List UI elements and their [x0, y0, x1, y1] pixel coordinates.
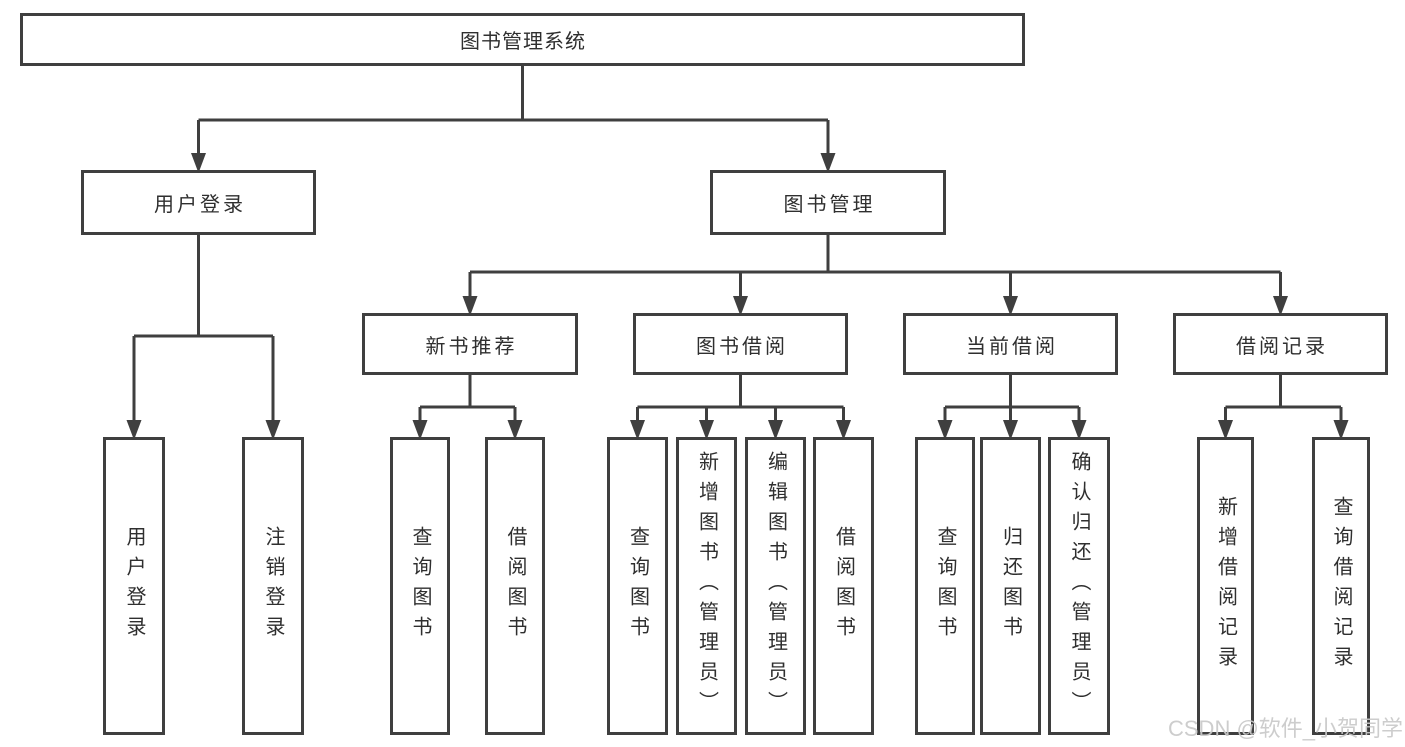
node-label-root: 图书管理系统: [460, 31, 586, 53]
node-cb-query-book: 查询图书: [915, 437, 975, 735]
node-label-book-borrow: 图书借阅: [696, 335, 788, 358]
node-label-borrow-record: 借阅记录: [1236, 335, 1328, 358]
connector-path-new-book-recommend: [418, 375, 517, 430]
node-label-bb-query-book: 查询图书: [626, 526, 649, 646]
node-label-nbr-borrow-book: 借阅图书: [504, 526, 526, 646]
node-current-borrow: 当前借阅: [903, 313, 1118, 375]
watermark-text: CSDN @软件_小贺同学: [1168, 716, 1404, 741]
node-label-leaf-user-login: 用户登录: [123, 526, 145, 646]
node-label-bb-borrow-book: 借阅图书: [832, 526, 855, 646]
connector-path-user-login: [132, 235, 275, 430]
connector-borrow-record: [1218, 375, 1349, 440]
node-label-cb-query-book: 查询图书: [934, 526, 956, 646]
node-bb-edit-book: 编辑图书（管理员）: [745, 437, 806, 735]
node-label-new-book-recommend: 新书推荐: [425, 335, 518, 358]
node-label-nbr-query-book: 查询图书: [409, 526, 431, 646]
node-leaf-logout: 注销登录: [242, 437, 304, 735]
node-nbr-borrow-book: 借阅图书: [485, 437, 545, 735]
node-book-borrow: 图书借阅: [633, 313, 848, 375]
connector-book-borrow: [630, 375, 851, 440]
node-label-bb-add-book: 新增图书（管理员）: [695, 451, 718, 721]
node-bb-borrow-book: 借阅图书: [813, 437, 874, 735]
node-user-login: 用户登录: [81, 170, 316, 235]
node-bb-add-book: 新增图书（管理员）: [676, 437, 737, 735]
node-cb-return-book: 归还图书: [980, 437, 1041, 735]
connector-path-borrow-record: [1224, 375, 1343, 430]
node-cb-confirm-return: 确认归还（管理员）: [1048, 437, 1110, 735]
connector-user-login: [126, 235, 281, 440]
node-label-current-borrow: 当前借阅: [966, 335, 1058, 358]
connector-path-current-borrow: [943, 375, 1081, 430]
connector-current-borrow: [937, 375, 1087, 440]
node-label-bb-edit-book: 编辑图书（管理员）: [764, 451, 787, 721]
node-label-br-query-record: 查询借阅记录: [1330, 496, 1352, 676]
node-nbr-query-book: 查询图书: [390, 437, 450, 735]
node-br-query-record: 查询借阅记录: [1312, 437, 1370, 735]
node-label-cb-confirm-return: 确认归还（管理员）: [1068, 451, 1090, 721]
node-bb-query-book: 查询图书: [607, 437, 668, 735]
node-label-user-login: 用户登录: [154, 194, 246, 216]
node-new-book-recommend: 新书推荐: [362, 313, 578, 375]
node-label-cb-return-book: 归还图书: [999, 526, 1022, 646]
connector-book-management: [462, 235, 1288, 316]
connector-root: [191, 66, 836, 173]
node-root: 图书管理系统: [20, 13, 1025, 66]
connector-new-book-recommend: [412, 375, 523, 440]
connector-path-book-management: [468, 235, 1282, 306]
node-borrow-record: 借阅记录: [1173, 313, 1388, 375]
node-leaf-user-login: 用户登录: [103, 437, 165, 735]
connector-path-book-borrow: [636, 375, 845, 430]
node-label-br-add-record: 新增借阅记录: [1214, 496, 1237, 676]
node-book-management: 图书管理: [710, 170, 946, 235]
connector-path-root: [197, 66, 830, 163]
node-label-book-management: 图书管理: [783, 194, 876, 216]
node-br-add-record: 新增借阅记录: [1197, 437, 1254, 735]
node-label-leaf-logout: 注销登录: [262, 526, 284, 646]
